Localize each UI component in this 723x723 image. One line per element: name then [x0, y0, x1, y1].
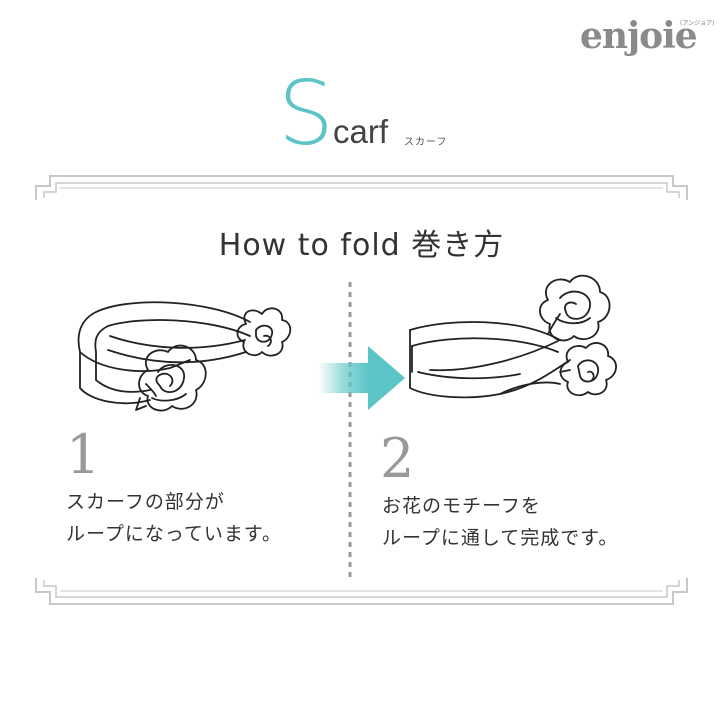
- title-initial: S: [278, 62, 334, 165]
- frame-top: [35, 175, 688, 200]
- how-to-fold-heading: How to fold 巻き方: [218, 228, 505, 263]
- scarf-loop-illustration: [77, 301, 292, 412]
- logo-kana: (アンジョア): [680, 20, 715, 27]
- frame-bottom: [35, 578, 688, 605]
- arrow-right-icon: [318, 346, 405, 410]
- step-number-2: 2: [380, 427, 415, 490]
- brand-logo: enjoie (アンジョア): [580, 14, 715, 58]
- page-title: S carf スカーフ: [0, 70, 723, 160]
- title-rest: carf: [333, 113, 389, 150]
- title-kana: スカーフ: [404, 137, 448, 148]
- step-number-1: 1: [66, 423, 101, 486]
- scarf-threaded-illustration: [409, 274, 617, 399]
- step-text-1: スカーフの部分が ループになっています。: [66, 491, 283, 545]
- step-text-2: お花のモチーフを ループに通して完成です。: [382, 495, 619, 549]
- logo-text: enjoie: [580, 15, 698, 57]
